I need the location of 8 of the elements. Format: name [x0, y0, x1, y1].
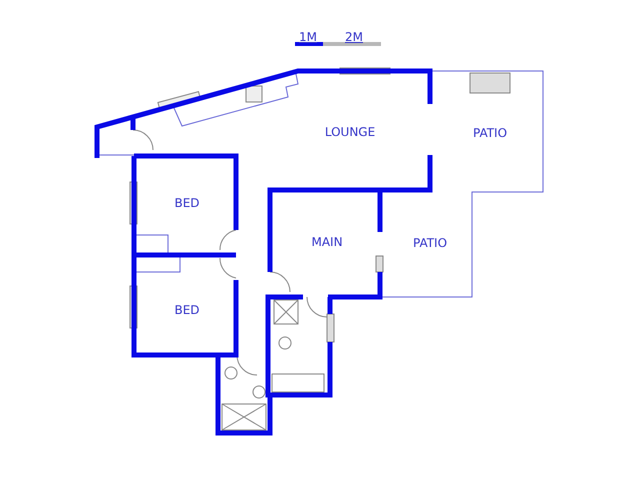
scale-label: 1M	[299, 31, 317, 43]
room-label: PATIO	[472, 127, 508, 139]
room-label: LOUNGE	[324, 126, 376, 138]
room-label: BED	[174, 304, 200, 316]
room-label: PATIO	[412, 237, 448, 249]
room-label: MAIN	[311, 236, 343, 248]
scale-label: 2M	[345, 31, 363, 43]
room-label: BED	[174, 197, 200, 209]
